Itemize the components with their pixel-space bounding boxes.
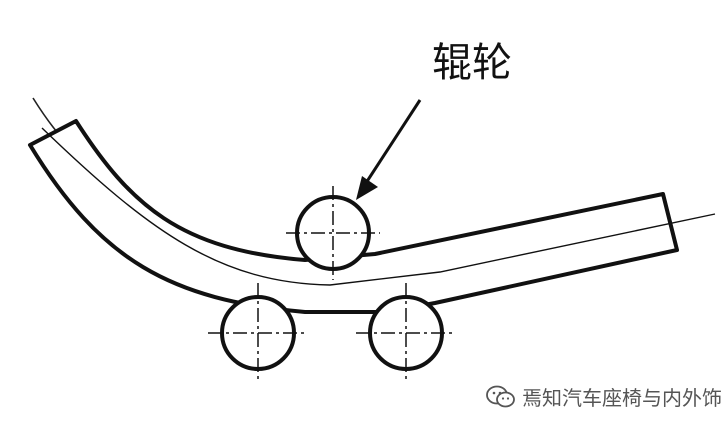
tube-centerline xyxy=(41,127,716,286)
roller-label: 辊轮 xyxy=(432,40,512,86)
watermark-text: 焉知汽车座椅与内外饰 xyxy=(522,386,722,410)
wechat-icon xyxy=(486,385,516,409)
bottom-left-roller xyxy=(208,283,308,383)
label-arrow xyxy=(356,99,422,200)
top-roller xyxy=(286,186,380,280)
watermark: 焉知汽车座椅与内外饰 xyxy=(486,382,722,411)
bottom-right-roller xyxy=(356,283,456,383)
bent-tube xyxy=(28,119,679,314)
